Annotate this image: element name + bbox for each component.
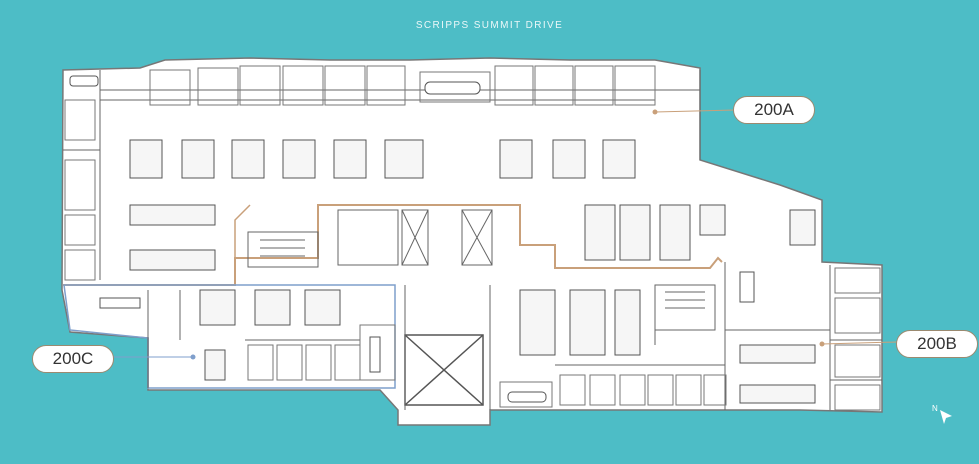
conference-tables bbox=[69, 75, 755, 403]
perimeter-offices bbox=[64, 65, 881, 411]
suite-200b-label: 200B bbox=[896, 330, 978, 358]
workstation-clusters bbox=[129, 139, 816, 404]
building-footprint bbox=[61, 57, 883, 426]
leader-200b-dot bbox=[819, 341, 825, 347]
north-label: N bbox=[932, 404, 938, 413]
suite-200a-outline bbox=[63, 204, 723, 286]
leader-200a bbox=[654, 109, 736, 113]
suite-200a-outline-inner bbox=[234, 204, 251, 258]
leader-200b bbox=[821, 341, 898, 345]
suite-200c-label: 200C bbox=[32, 345, 114, 373]
leader-200c-dot bbox=[190, 354, 196, 360]
north-arrow: N bbox=[932, 404, 956, 426]
interior-walls bbox=[63, 70, 882, 410]
building-core bbox=[247, 209, 716, 331]
north-arrow-icon bbox=[940, 410, 952, 424]
street-label: SCRIPPS SUMMIT DRIVE bbox=[415, 20, 564, 31]
suite-200c-outline bbox=[63, 284, 396, 389]
leader-200a-dot bbox=[652, 109, 658, 115]
suite-200a-label: 200A bbox=[733, 96, 815, 124]
